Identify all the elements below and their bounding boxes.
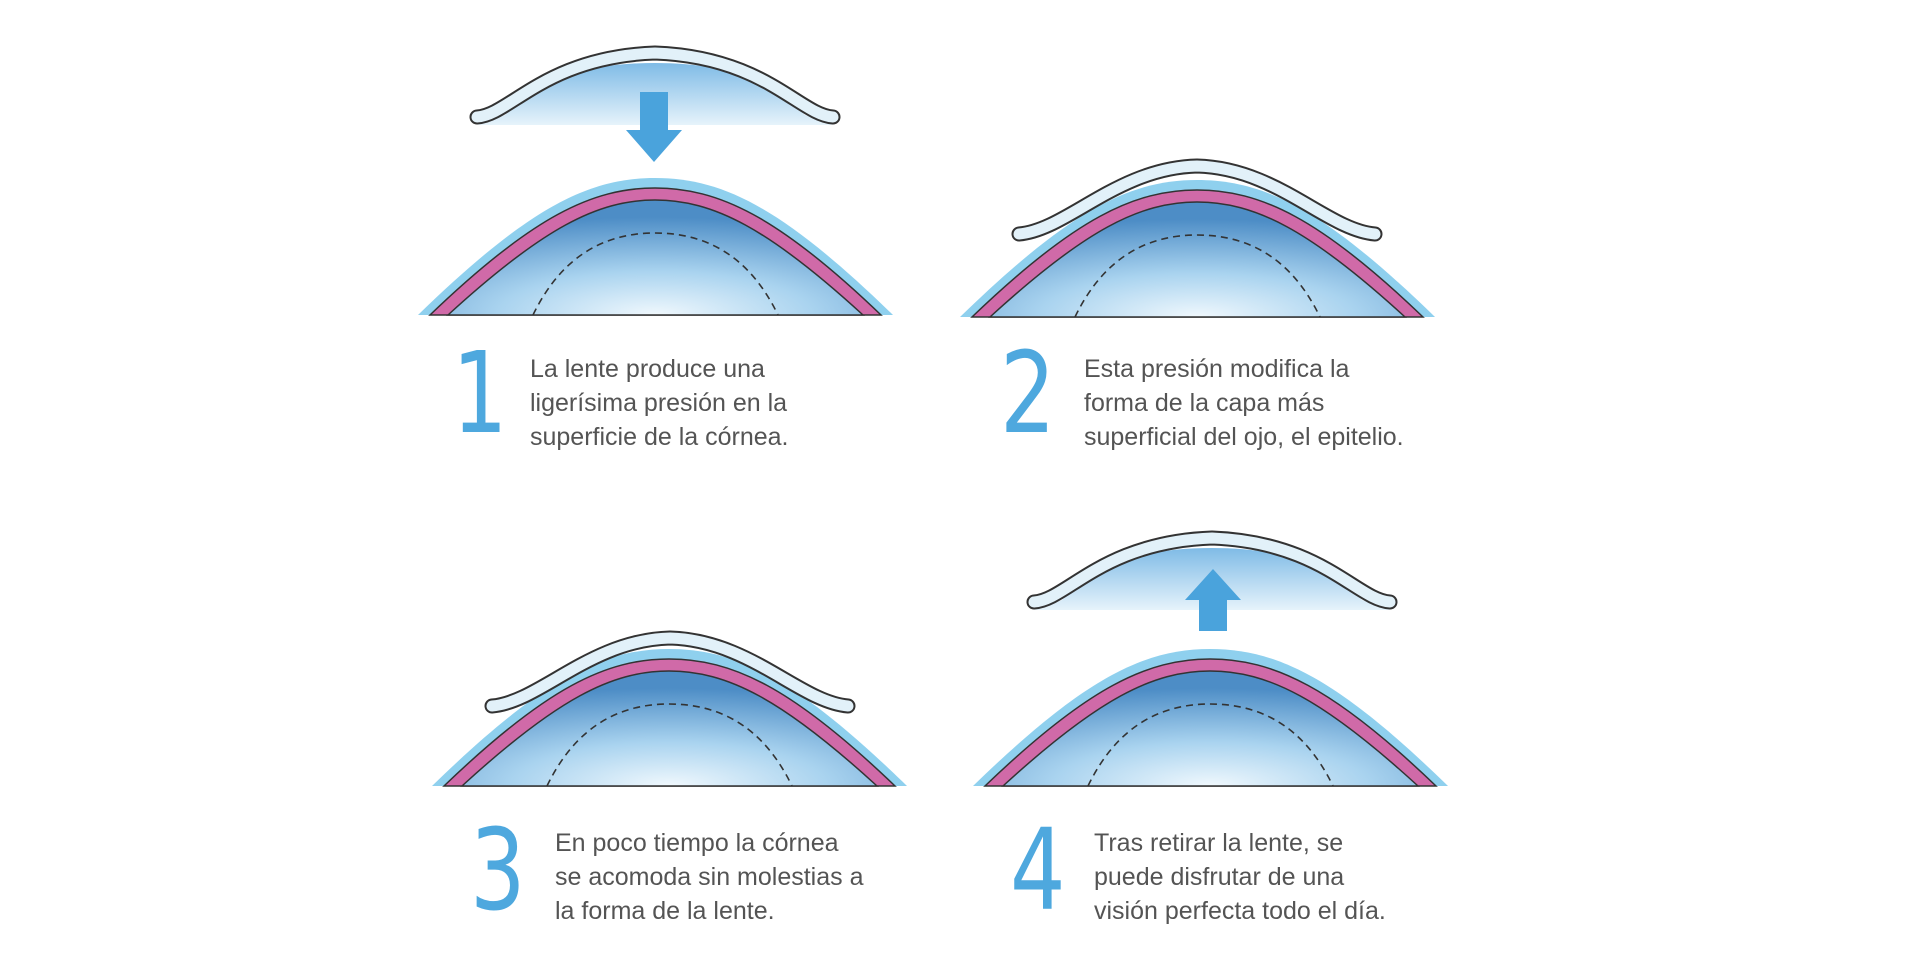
- step-description: En poco tiempo la córnea se acomoda sin …: [555, 826, 863, 928]
- step-2-illustration: [959, 166, 1436, 318]
- step-3-illustration: [431, 638, 908, 787]
- text-line: ligerísima presión en la: [530, 389, 788, 417]
- step-1-illustration: [417, 53, 894, 316]
- step-number: 3: [470, 806, 526, 936]
- cornea-diagram: [417, 177, 894, 316]
- text-line: superficie de la córnea.: [530, 423, 789, 451]
- arrow-down-icon: [626, 92, 682, 162]
- step-description: Esta presión modifica la forma de la cap…: [1084, 352, 1404, 454]
- text-line: visión perfecta todo el día.: [1094, 897, 1386, 925]
- step-number: 4: [1010, 806, 1066, 936]
- text-line: La lente produce una: [530, 355, 765, 383]
- text-line: superficial del ojo, el epitelio.: [1084, 423, 1404, 451]
- step-4-illustration: [972, 538, 1449, 787]
- cornea-diagram: [959, 179, 1436, 318]
- step-number: 1: [452, 329, 508, 459]
- text-line: se acomoda sin molestias a: [555, 863, 864, 891]
- text-line: forma de la capa más: [1084, 389, 1325, 417]
- text-line: puede disfrutar de una: [1094, 863, 1345, 891]
- arrow-up-icon: [1185, 569, 1241, 631]
- cornea-diagram: [972, 648, 1449, 787]
- step-number: 2: [1000, 329, 1056, 459]
- text-line: En poco tiempo la córnea: [555, 829, 839, 857]
- text-line: Tras retirar la lente, se: [1094, 829, 1344, 857]
- cornea-diagram: [431, 648, 908, 787]
- step-description: La lente produce una ligerísima presión …: [530, 352, 788, 454]
- step-description: Tras retirar la lente, se puede disfruta…: [1094, 826, 1386, 928]
- text-line: la forma de la lente.: [555, 897, 775, 925]
- text-line: Esta presión modifica la: [1084, 355, 1350, 383]
